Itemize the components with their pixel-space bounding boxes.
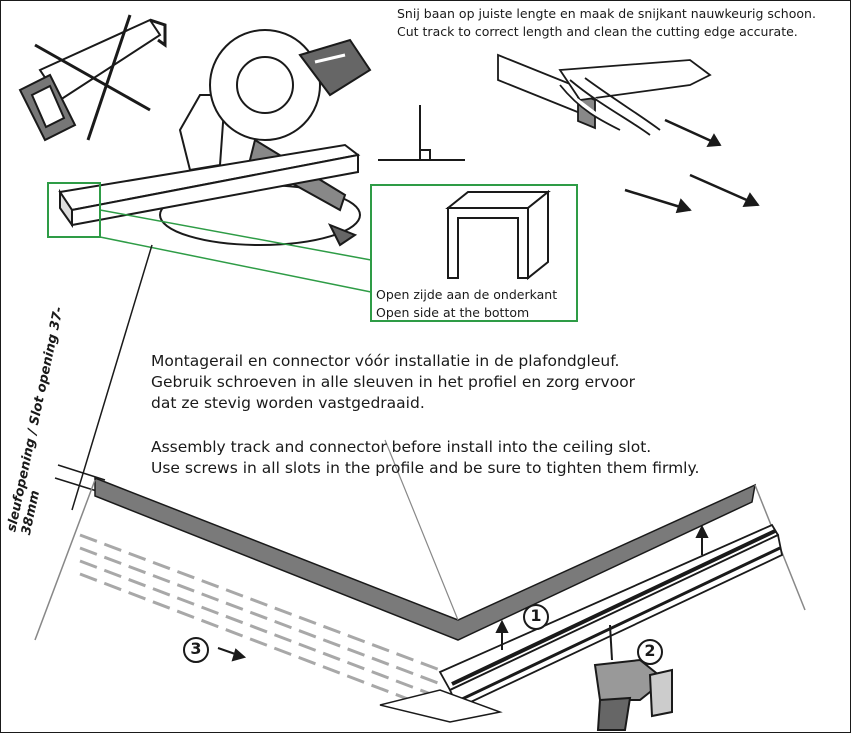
step-2-label: 2 — [644, 641, 656, 660]
step-1-marker — [523, 604, 549, 630]
step-2-marker — [637, 639, 663, 665]
open-side-label-nl: Open zijde aan de onderkant — [376, 287, 558, 302]
miter-saw-icon — [58, 29, 372, 247]
step-1-label: 1 — [530, 606, 542, 625]
assembly-text-en-1: Assembly track and connector before inst… — [151, 438, 652, 456]
drill-icon — [593, 624, 673, 731]
brush-icon — [497, 53, 760, 214]
assembly-text-nl-1: Montagerail en connector vóór installati… — [151, 352, 620, 370]
open-side-label-en: Open side at the bottom — [376, 305, 530, 320]
assembly-text-nl-2: Gebruik schroeven in alle sleuven in het… — [151, 373, 636, 391]
slot-dimension — [54, 244, 153, 511]
assembly-text-en-2: Use screws in all slots in the profile a… — [151, 459, 700, 477]
ceiling-diagram — [34, 439, 806, 723]
hand-saw-icon — [18, 14, 167, 142]
cut-instruction-nl: Snij baan op juiste lengte en maak de sn… — [397, 6, 816, 21]
u-profile-icon — [445, 189, 551, 281]
cut-instruction-en: Cut track to correct length and clean th… — [397, 24, 798, 39]
step-3-marker — [183, 637, 209, 663]
step-3-label: 3 — [190, 639, 202, 658]
assembly-text-nl-3: dat ze stevig worden vastgedraaid. — [151, 394, 425, 412]
right-angle-icon — [378, 105, 465, 161]
